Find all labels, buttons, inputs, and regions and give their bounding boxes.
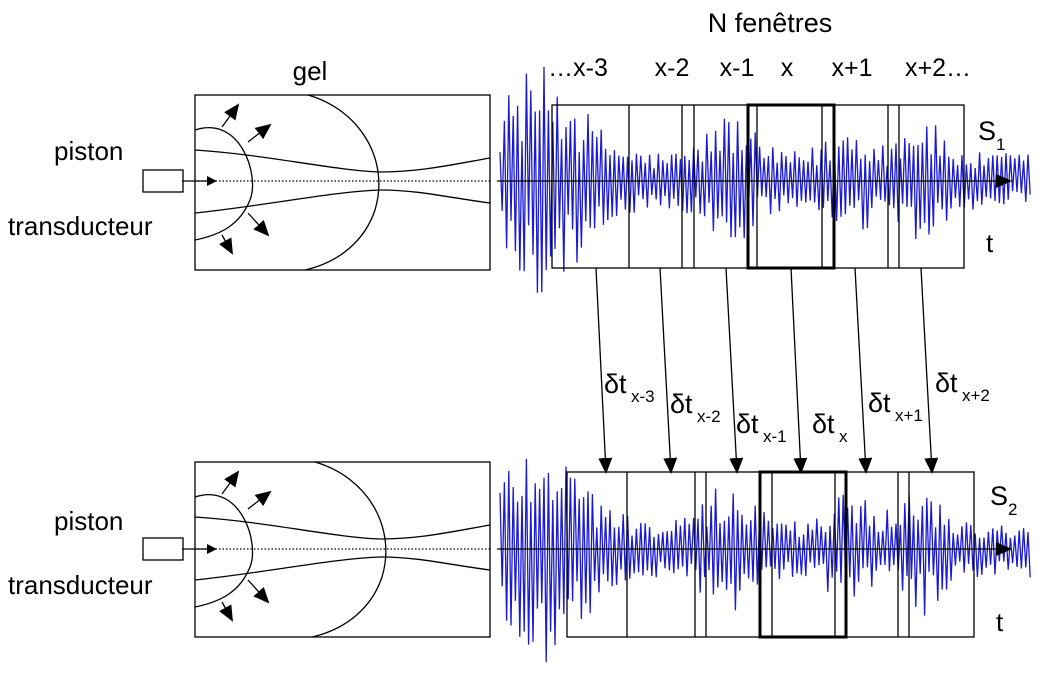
- delay-arrows: [595, 267, 939, 474]
- delay-label: δt x: [812, 409, 848, 446]
- wavefront-small-top: [194, 127, 254, 241]
- arrow-icon: [790, 267, 808, 474]
- beam-lower-bottom: [194, 556, 491, 581]
- arrow-icon: [219, 601, 233, 622]
- arrow-icon: [595, 267, 613, 474]
- window-labels: …x-3 x-2 x-1 x x+1 x+2…: [548, 54, 971, 82]
- svg-text:δt: δt: [604, 369, 627, 399]
- arrow-icon: [247, 579, 270, 604]
- gel-panel-top: [194, 94, 491, 271]
- svg-text:x-2: x-2: [697, 407, 721, 426]
- arrow-icon: [725, 267, 744, 474]
- window-label: …x-3: [548, 54, 608, 82]
- svg-text:δt: δt: [868, 388, 891, 418]
- delay-label: δt x-3: [604, 369, 655, 406]
- svg-text:2: 2: [1008, 500, 1017, 519]
- piston-box-top: [142, 169, 184, 193]
- arrow-icon: [219, 234, 233, 255]
- window-label: x: [781, 54, 794, 82]
- delay-label: δt x+2: [935, 368, 990, 405]
- arrow-icon: [854, 267, 873, 474]
- window-label: x+2…: [905, 54, 971, 82]
- wavefront-small-bottom: [194, 494, 254, 608]
- beam-upper-top: [194, 149, 491, 173]
- wavefront-large-top: [304, 94, 380, 271]
- signal-trace-s1: [499, 66, 1031, 293]
- gel-label: gel: [293, 56, 328, 86]
- arrow-icon: [221, 470, 240, 495]
- svg-text:δt: δt: [736, 409, 759, 439]
- svg-text:δt: δt: [935, 368, 958, 398]
- svg-text:x-3: x-3: [631, 387, 655, 406]
- svg-text:x: x: [839, 427, 848, 446]
- time-label-s2: t: [996, 607, 1004, 637]
- beam-upper-bottom: [194, 516, 491, 540]
- beam-lower-top: [194, 189, 491, 214]
- piston-label-top: piston: [54, 136, 123, 166]
- arrow-icon: [247, 123, 272, 143]
- signal-label-s1: S 1: [978, 116, 1005, 154]
- transducer-label-bottom: transducteur: [8, 570, 153, 600]
- arrow-icon: [221, 103, 240, 128]
- delay-label: δt x-1: [736, 409, 787, 446]
- signal-label-s2: S 2: [990, 481, 1017, 519]
- svg-text:x-1: x-1: [763, 427, 787, 446]
- svg-text:S: S: [978, 116, 996, 146]
- svg-text:1: 1: [996, 135, 1005, 154]
- window-label: x-1: [720, 54, 755, 82]
- piston-box-bottom: [142, 537, 184, 561]
- time-label-s1: t: [986, 228, 994, 258]
- windows-s2: [566, 470, 975, 639]
- transducer-label-top: transducteur: [8, 211, 153, 241]
- delay-label: δt x+1: [868, 388, 923, 425]
- signal-trace-s2: [499, 458, 1031, 663]
- svg-text:δt: δt: [812, 409, 835, 439]
- arrow-icon: [247, 212, 270, 237]
- arrow-icon: [659, 267, 678, 474]
- svg-text:δt: δt: [670, 389, 693, 419]
- window-label: x-2: [655, 54, 690, 82]
- svg-text:x+1: x+1: [895, 406, 923, 425]
- arrow-icon: [247, 490, 272, 510]
- delay-labels: δt x-3 δt x-2 δt x-1 δt x δt x+1 δt x+2: [604, 368, 990, 446]
- title-label: N fenêtres: [708, 8, 833, 38]
- gel-panel-bottom: [194, 461, 491, 638]
- wavefront-large-bottom: [311, 461, 387, 638]
- delay-label: δt x-2: [670, 389, 721, 426]
- window-label: x+1: [831, 54, 872, 82]
- arrow-icon: [920, 267, 939, 474]
- piston-label-bottom: piston: [54, 506, 123, 536]
- svg-text:x+2: x+2: [962, 386, 990, 405]
- windows-s1: [551, 103, 965, 270]
- svg-text:S: S: [990, 481, 1008, 511]
